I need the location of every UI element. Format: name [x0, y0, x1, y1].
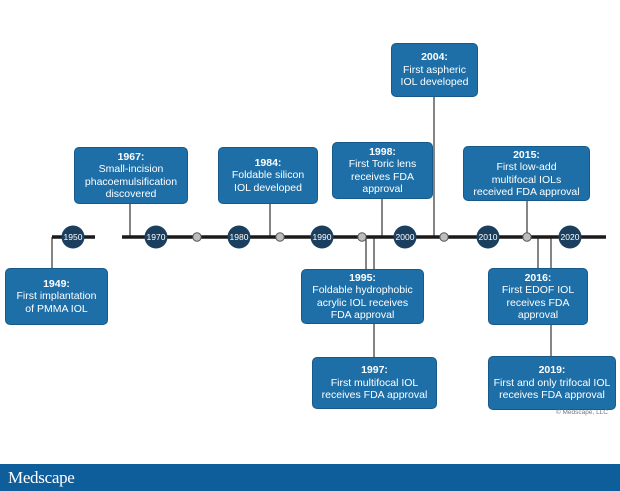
event-year: 2015:: [513, 148, 540, 161]
event-year: 2016:: [524, 271, 552, 284]
decade-label: 2020: [561, 232, 580, 242]
decade-label: 1970: [147, 232, 166, 242]
event-description-line: receives FDA approval: [499, 389, 605, 402]
event-year: 1998:: [369, 145, 396, 158]
event-description-line: First multifocal IOL: [330, 376, 419, 389]
event-marker: [439, 232, 449, 242]
decade-circle: [393, 225, 417, 249]
decade-circle: [476, 225, 500, 249]
event-year: 2004:: [421, 51, 448, 64]
event-description-line: First Toric lens: [348, 158, 417, 170]
event-description-line: multifocal IOLs: [491, 173, 562, 186]
decade-circle: [310, 225, 334, 249]
decade-markers: 1950 1970 1980 1990 2000 2010 2020: [61, 225, 582, 249]
event-description-line: approval: [517, 309, 559, 321]
timeline-diagram: 1950 1970 1980 1990 2000 2010 2020: [51, 97, 606, 357]
decade-circle: [61, 225, 85, 249]
event-markers: [192, 232, 532, 242]
event-description-line: IOL developed: [234, 181, 302, 194]
event-year: 1967:: [117, 150, 145, 163]
event-description-line: phacoemulsification: [84, 175, 178, 188]
event-description-line: received FDA approval: [473, 186, 580, 198]
decade-label: 1950: [64, 232, 83, 242]
event-description-line: Small-incision: [98, 163, 164, 175]
decade-circle: [227, 225, 251, 249]
event-description-line: First and only trifocal IOL: [493, 376, 611, 389]
event-description-line: acrylic IOL receives: [316, 296, 409, 309]
event-description-line: FDA approval: [330, 309, 395, 321]
event-year: 2019:: [538, 364, 566, 377]
event-marker: [275, 232, 285, 242]
decade-label: 2010: [479, 232, 498, 242]
event-marker: [357, 232, 367, 242]
event-description-line: approval: [362, 183, 403, 195]
event-year: 1997:: [361, 364, 388, 377]
medscape-logo[interactable]: Medscape: [8, 468, 75, 487]
footer-bar: Medscape: [0, 464, 620, 491]
event-description-line: First low-add: [496, 161, 557, 173]
event-description-line: IOL developed: [400, 76, 469, 89]
decade-label: 1990: [313, 232, 332, 242]
event-marker: [522, 232, 532, 242]
event-description-line: First EDOF IOL: [501, 284, 575, 296]
decade-label: 2000: [396, 232, 415, 242]
event-description-line: receives FDA: [350, 170, 414, 183]
event-description-line: receives FDA: [506, 296, 570, 309]
event-description-line: First aspheric: [402, 63, 466, 76]
event-marker: [192, 232, 202, 242]
event-description-line: Foldable silicon: [231, 169, 305, 182]
event-description-line: discovered: [105, 188, 157, 200]
decade-circle: [144, 225, 168, 249]
event-year: 1995:: [349, 271, 376, 284]
event-description-line: Foldable hydrophobic: [312, 284, 413, 296]
event-description-line: of PMMA IOL: [25, 302, 88, 315]
event-year: 1984:: [254, 156, 282, 169]
event-year: 1949:: [43, 277, 70, 290]
event-description-line: receives FDA approval: [321, 389, 428, 402]
event-description-line: First implantation: [16, 290, 97, 303]
decade-label: 1980: [230, 232, 249, 242]
decade-circle: [558, 225, 582, 249]
copyright-note: © Medscape, LLC: [555, 409, 608, 416]
